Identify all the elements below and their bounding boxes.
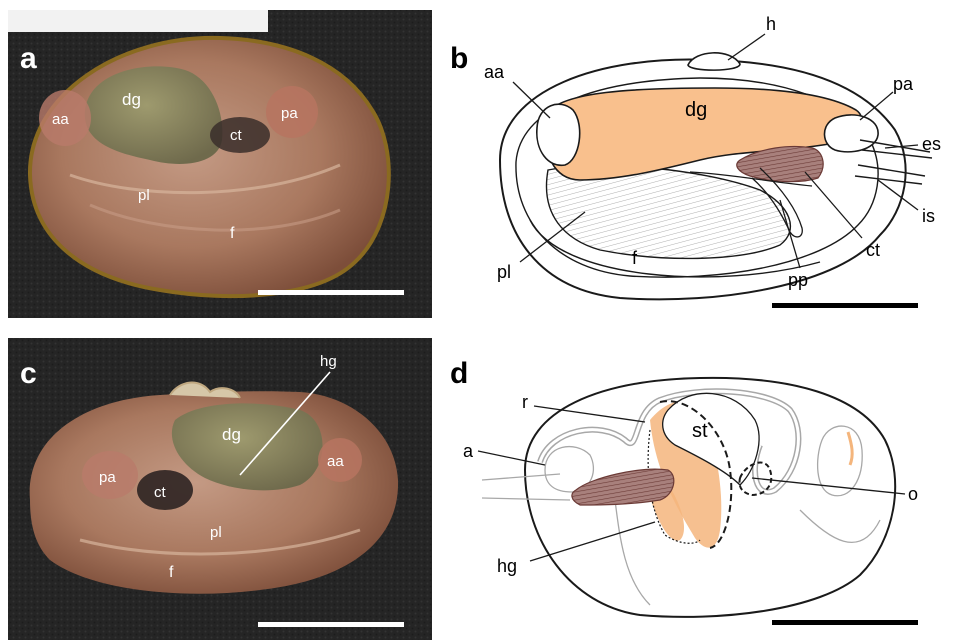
panel-b-posterior-adductor <box>824 115 878 152</box>
panel-b-scale-bar <box>772 303 918 308</box>
panel-b-label-pp: pp <box>788 270 808 290</box>
panel-b-label-h: h <box>766 14 776 34</box>
panel-d-label-a: a <box>463 441 474 461</box>
panel-a-top-white-strip <box>8 10 268 32</box>
panel-c-label-dg: dg <box>222 425 241 444</box>
panel-c-label-f: f <box>169 564 174 581</box>
panel-b: b aa h dg pa es is ct <box>450 14 941 308</box>
panel-c-label-aa: aa <box>327 453 344 470</box>
panel-b-label-pl: pl <box>497 262 511 282</box>
panel-b-label-aa: aa <box>484 62 505 82</box>
panel-d-scale-bar <box>772 620 918 625</box>
panel-b-label-is: is <box>922 206 935 226</box>
panel-b-letter: b <box>450 42 468 75</box>
panel-a: a aa dg pa ct pl f <box>8 10 432 318</box>
panel-c-label-pl: pl <box>210 524 222 541</box>
panel-c-label-pa: pa <box>99 469 116 486</box>
panel-c-letter: c <box>20 357 37 390</box>
panel-d-label-hg: hg <box>497 556 517 576</box>
panel-b-label-ct: ct <box>866 240 880 260</box>
panel-c-label-hg: hg <box>320 353 337 370</box>
panel-d-letter: d <box>450 357 468 390</box>
panel-d-label-st: st <box>692 420 708 442</box>
panel-c-scale-bar <box>258 622 404 627</box>
panel-a-label-aa: aa <box>52 111 69 128</box>
panel-a-label-dg: dg <box>122 90 141 109</box>
panel-a-scale-bar <box>258 290 404 295</box>
panel-d-label-r: r <box>522 392 528 412</box>
panel-a-label-pa: pa <box>281 105 298 122</box>
panel-a-label-ct: ct <box>230 127 243 144</box>
panel-a-letter: a <box>20 42 37 75</box>
panel-b-label-dg: dg <box>685 99 707 121</box>
panel-b-label-es: es <box>922 134 941 154</box>
panel-d: d r a st o hg <box>450 357 918 625</box>
panel-a-label-f: f <box>230 225 235 242</box>
panel-b-label-pa: pa <box>893 74 914 94</box>
panel-b-hinge <box>688 53 740 70</box>
panel-b-anterior-adductor <box>537 104 580 165</box>
panel-d-label-o: o <box>908 484 918 504</box>
panel-a-label-pl: pl <box>138 187 150 204</box>
panel-c-label-ct: ct <box>154 484 167 501</box>
panel-c: c hg dg pa ct aa pl f <box>8 338 432 640</box>
